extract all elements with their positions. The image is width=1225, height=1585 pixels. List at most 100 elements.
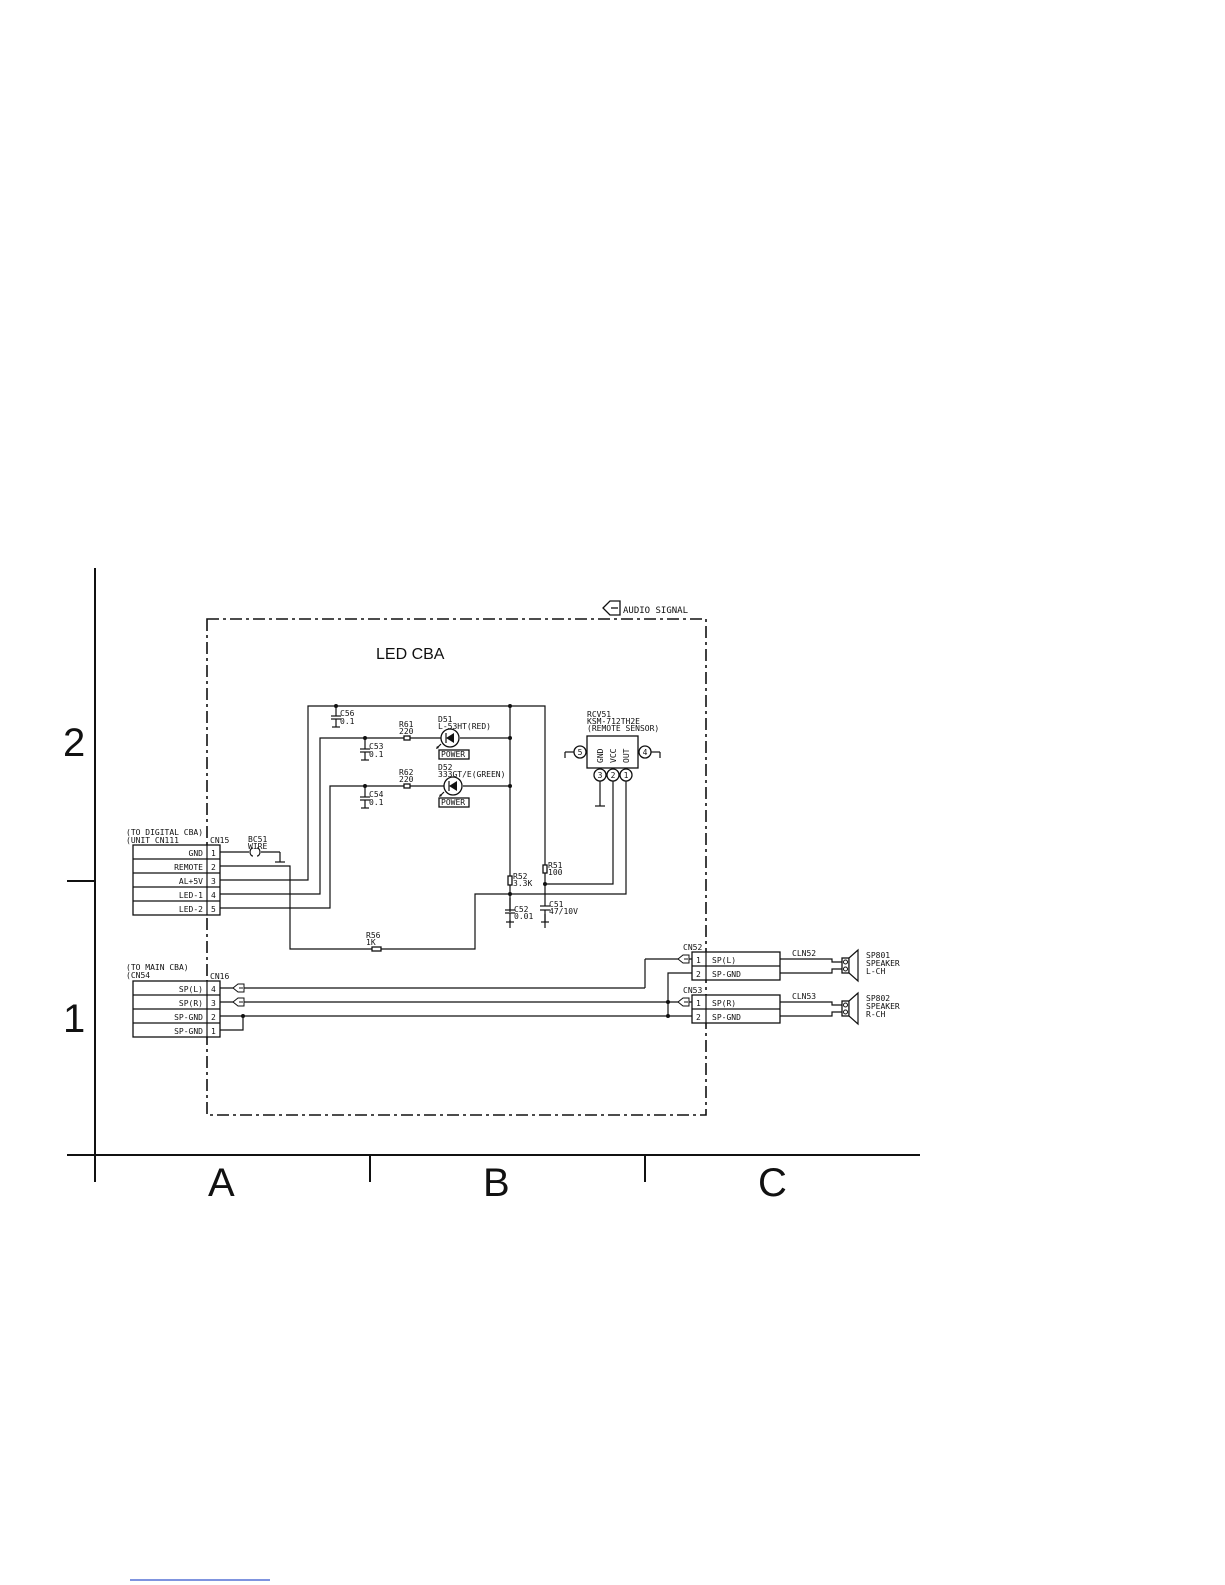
speaker-icon	[841, 991, 859, 1026]
cn16-name: CN16	[210, 972, 229, 981]
c56-ref: C56	[340, 709, 355, 718]
c53-value: 0.1	[369, 750, 384, 759]
d52-value: 333GT/E(GREEN)	[438, 770, 505, 779]
rcv51-pin-5: 5	[578, 748, 583, 757]
speaker-icon	[841, 948, 859, 983]
c53-ref: C53	[369, 742, 384, 751]
rcv51-gnd-label: GND	[596, 748, 605, 763]
c51-value: 47/10V	[549, 907, 578, 916]
rcv51-pins	[564, 745, 661, 782]
c51-ref: C51	[549, 900, 564, 909]
d52-ref: D52	[438, 763, 453, 772]
sp801-ref: SP801	[866, 951, 890, 960]
c52-value: 0.01	[514, 912, 533, 921]
audio-signal-arrow-icon	[602, 600, 621, 616]
r61-ref: R61	[399, 720, 414, 729]
cn52-connector	[691, 951, 781, 981]
cln53-label: CLN53	[792, 992, 816, 1001]
r56-ref: R56	[366, 931, 381, 940]
rcv51-pin-3: 3	[598, 771, 603, 780]
cn16-pin4-label: SP(L)	[179, 985, 203, 994]
sp801-type: SPEAKER	[866, 959, 900, 968]
r61-resistor	[403, 735, 411, 741]
rcv51-body	[586, 735, 639, 769]
r62-resistor	[403, 783, 411, 789]
rcv51-pin-4: 4	[643, 748, 648, 757]
sp802-type: SPEAKER	[866, 1002, 900, 1011]
c54-ref: C54	[369, 790, 384, 799]
cn15-name: CN15	[210, 836, 229, 845]
led-wiring	[220, 705, 627, 950]
cn15-pin5-label: LED-2	[179, 905, 203, 914]
cn15-note-2: (UNIT CN111	[126, 836, 179, 845]
cn16-pin4-num: 4	[211, 985, 216, 994]
r56-value: 1K	[366, 938, 376, 947]
cn16-note-2: (CN54	[126, 971, 150, 980]
grid-col-a: A	[208, 1161, 235, 1205]
c56-value: 0.1	[340, 717, 355, 726]
r52-value: 3.3K	[513, 879, 532, 888]
cn16-pin3-label: SP(R)	[179, 999, 203, 1008]
c51-capacitor	[540, 905, 550, 923]
c54-capacitor	[360, 786, 370, 809]
sp802-ch: R-CH	[866, 1010, 885, 1019]
sp801-ch: L-CH	[866, 967, 885, 976]
cn52-pin1-num: 1	[696, 956, 701, 965]
cn15-pin1-num: 1	[211, 849, 216, 858]
cn15-pin3-num: 3	[211, 877, 216, 886]
cn16-note-1: (TO MAIN CBA)	[126, 963, 189, 972]
cn52-name: CN52	[683, 943, 702, 952]
d52-tag: POWER	[441, 798, 465, 807]
r52-ref: R52	[513, 872, 528, 881]
legend-label: AUDIO SIGNAL	[623, 606, 688, 616]
cn16-pin2-label: SP-GND	[174, 1013, 203, 1022]
r62-value: 220	[399, 775, 414, 784]
board-title: LED CBA	[376, 646, 445, 663]
bc51-wire	[220, 847, 285, 863]
cn53-name: CN53	[683, 986, 702, 995]
cln52-label: CLN52	[792, 949, 816, 958]
d51-value: L-53HT(RED)	[438, 722, 491, 731]
cn15-connector	[132, 844, 221, 916]
grid-row-2: 2	[63, 721, 85, 765]
speaker-junctions	[241, 1000, 670, 1018]
audio-signal-arrow-icon	[232, 954, 690, 1007]
c53-capacitor	[360, 738, 370, 761]
cn53-pin1-label: SP(R)	[712, 999, 736, 1008]
cn15-pin5-num: 5	[211, 905, 216, 914]
grid-col-b: B	[483, 1161, 510, 1205]
cn16-pin3-num: 3	[211, 999, 216, 1008]
rcv51-note: (REMOTE SENSOR)	[587, 724, 659, 733]
cn15-pin4-num: 4	[211, 891, 216, 900]
cn53-pin2-num: 2	[696, 1013, 701, 1022]
rcv51-value: KSM-712TH2E	[587, 717, 640, 726]
rcv51-out-label: OUT	[622, 748, 631, 763]
r51-resistor	[542, 864, 548, 874]
d51-led-icon	[436, 728, 460, 749]
d51-ref: D51	[438, 715, 453, 724]
cn15-pin2-label: REMOTE	[174, 863, 203, 872]
cn52-pin1-label: SP(L)	[712, 956, 736, 965]
board-outline	[206, 618, 707, 1116]
cn53-pin2-label: SP-GND	[712, 1013, 741, 1022]
cn52-pin2-num: 2	[696, 970, 701, 979]
r51-ref: R51	[548, 861, 563, 870]
r61-value: 220	[399, 727, 414, 736]
c56-capacitor	[331, 706, 341, 728]
sp802-ref: SP802	[866, 994, 890, 1003]
d51-tag: POWER	[441, 750, 465, 759]
cn16-connector	[132, 980, 221, 1038]
c52-ref: C52	[514, 905, 529, 914]
cn52-pin2-label: SP-GND	[712, 970, 741, 979]
cn53-connector	[691, 994, 781, 1024]
r52-resistor	[507, 875, 513, 886]
rcv51-pin-2: 2	[611, 771, 616, 780]
bc51-value: WIRE	[248, 842, 267, 851]
cn15-pin2-num: 2	[211, 863, 216, 872]
grid-row-1: 1	[63, 997, 85, 1041]
cn15-note-1: (TO DIGITAL CBA)	[126, 828, 203, 837]
c52-capacitor	[505, 909, 515, 923]
rcv51-ref: RCV51	[587, 710, 611, 719]
cn15-pin3-label: AL+5V	[179, 877, 203, 886]
